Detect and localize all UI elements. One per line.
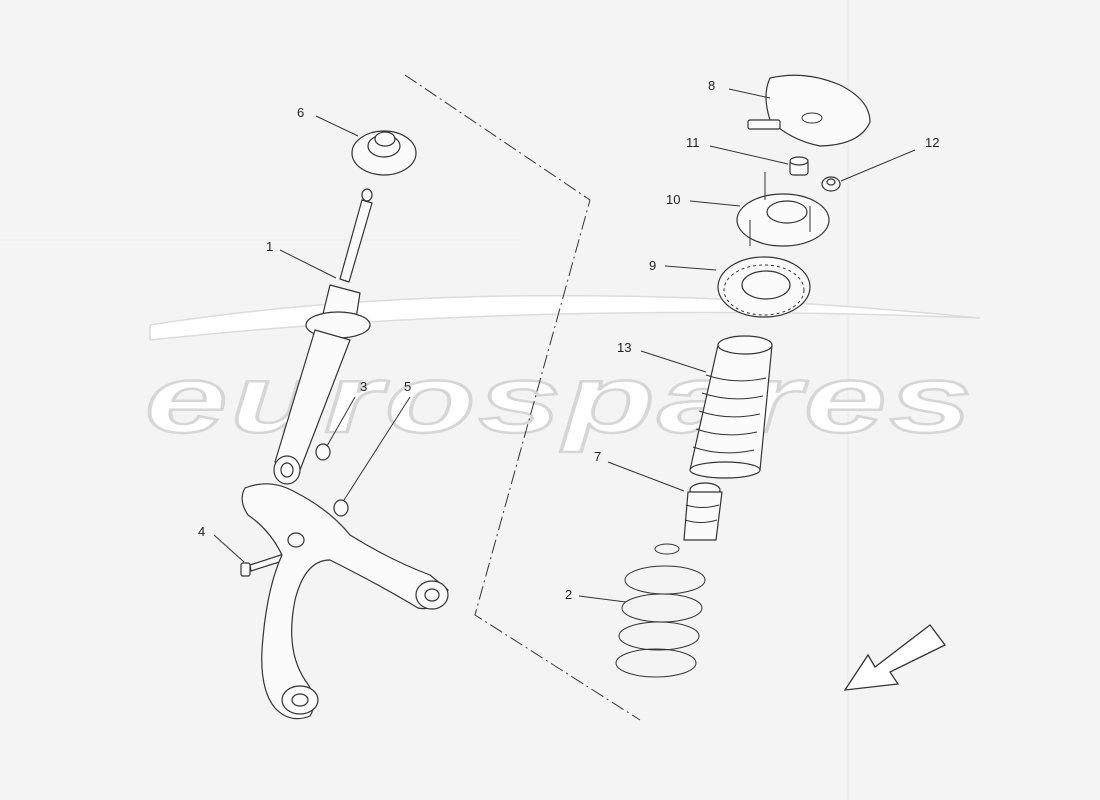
callout-labels: 6 1 3 5 4 8 11 12 10 9 13 7 2: [198, 78, 939, 602]
part-9-spring-pad: [717, 256, 811, 318]
callout-9: 9: [649, 258, 656, 273]
part-5-nut: [333, 499, 349, 517]
part-10-top-mount: [736, 172, 830, 247]
watermark-text: eurospares: [145, 346, 975, 453]
part-12-nut: [821, 176, 841, 192]
part-11-nut: [789, 156, 809, 176]
callout-5: 5: [404, 379, 411, 394]
callout-3: 3: [360, 379, 367, 394]
separator-line: [404, 74, 641, 721]
callout-12: 12: [925, 135, 939, 150]
callout-13: 13: [617, 340, 631, 355]
callout-1: 1: [266, 239, 273, 254]
part-6-spring-seat: [351, 130, 417, 176]
part-8-top-cover: [747, 74, 871, 147]
part-7-bump-stop: [683, 482, 723, 541]
callout-4: 4: [198, 524, 205, 539]
part-1-shock-absorber: [273, 188, 373, 485]
callout-2: 2: [565, 587, 572, 602]
callout-11: 11: [686, 135, 700, 150]
leader-lines: [213, 88, 916, 603]
callout-8: 8: [708, 78, 715, 93]
callout-10: 10: [666, 192, 680, 207]
part-13-dust-boot: [689, 335, 773, 479]
part-2-coil-spring: [615, 543, 706, 678]
part-3-nut: [315, 443, 331, 461]
callout-6: 6: [297, 105, 304, 120]
lower-control-arm: [241, 483, 449, 720]
direction-arrow-icon: [843, 624, 946, 691]
callout-7: 7: [594, 449, 601, 464]
